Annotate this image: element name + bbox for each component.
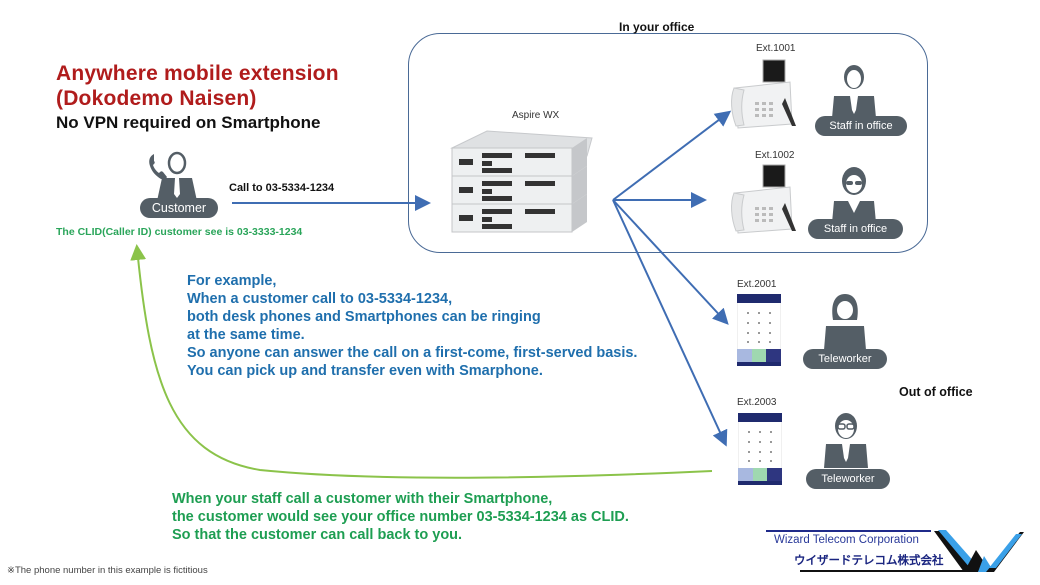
ext-1001-label: Ext.1001 (756, 43, 796, 54)
callback-line: When your staff call a customer with the… (172, 491, 553, 507)
arrow-callback-curve (130, 244, 713, 479)
example-line: at the same time. (187, 327, 305, 343)
staff-male-icon (832, 65, 876, 118)
customer-figure (140, 146, 215, 221)
staff-female-glasses-icon (832, 167, 876, 223)
staff-1001-label: Staff in office (815, 116, 907, 136)
arrow-pbx-to-ext2003 (612, 199, 728, 447)
wizard-w-logo-icon (934, 530, 1024, 572)
company-logo: Wizard Telecom Corporation ウイザードテレコム株式会社 (766, 528, 1026, 576)
example-line: When a customer call to 03-5334-1234, (187, 291, 453, 307)
smartphone-dialer-icon (736, 293, 782, 367)
smartphone-2003 (737, 412, 783, 486)
ext-2003-label: Ext.2003 (737, 397, 777, 408)
staff-1001-figure (828, 60, 888, 120)
teleworker-2003-figure (820, 410, 874, 470)
arrow-pbx-to-ext1001 (612, 110, 732, 201)
teleworker-2001-figure (820, 292, 870, 352)
teleworker-female-icon (824, 294, 866, 350)
pbx-label: Aspire WX (512, 110, 560, 121)
teleworker-male-glasses-icon (824, 413, 868, 468)
customer-person-icon (149, 151, 197, 201)
callback-description: When your staff call a customer with the… (172, 490, 629, 544)
diagram-title: Anywhere mobile extension (56, 62, 339, 85)
callback-line: So that the customer can call back to yo… (172, 527, 463, 543)
example-line: So anyone can answer the call on a first… (187, 345, 638, 361)
logo-rule-bottom (800, 570, 965, 572)
remote-heading: Out of office (899, 385, 973, 399)
office-heading: In your office (619, 20, 695, 34)
teleworker-2003-label: Teleworker (806, 469, 890, 489)
customer-label: Customer (140, 198, 218, 218)
desk-phone-icon (731, 164, 796, 234)
logo-rule-top (766, 530, 931, 532)
example-line: You can pick up and transfer even with S… (187, 363, 543, 379)
logo-name-en: Wizard Telecom Corporation (774, 534, 919, 546)
example-line: For example, (187, 273, 277, 289)
office-boundary (408, 33, 928, 253)
clid-note: The CLID(Caller ID) customer see is 03-3… (56, 226, 303, 238)
staff-1002-label: Staff in office (808, 219, 903, 239)
call-to-label: Call to 03-5334-1234 (229, 182, 335, 194)
footnote: ※The phone number in this example is fic… (7, 565, 208, 576)
teleworker-2001-label: Teleworker (803, 349, 887, 369)
ext-2001-label: Ext.2001 (737, 279, 777, 290)
phone-handset-icon (149, 154, 167, 180)
logo-name-jp: ウイザードテレコム株式会社 (794, 555, 944, 567)
arrow-pbx-to-ext2001 (612, 199, 729, 325)
smartphone-2001 (736, 293, 782, 367)
smartphone-dialer-icon (737, 412, 783, 486)
desk-phone-1002 (730, 163, 800, 235)
diagram-subtitle: No VPN required on Smartphone (56, 113, 321, 132)
desk-phone-1001 (730, 58, 800, 130)
staff-1002-figure (826, 165, 886, 225)
pbx-unit (447, 126, 593, 244)
ext-1002-label: Ext.1002 (755, 150, 795, 161)
example-description: For example, When a customer call to 03-… (187, 272, 637, 380)
example-line: both desk phones and Smartphones can be … (187, 309, 541, 325)
desk-phone-icon (731, 59, 796, 129)
callback-line: the customer would see your office numbe… (172, 509, 629, 525)
server-stack-icon (450, 130, 593, 233)
diagram-title-jp: (Dokodemo Naisen) (56, 87, 257, 110)
